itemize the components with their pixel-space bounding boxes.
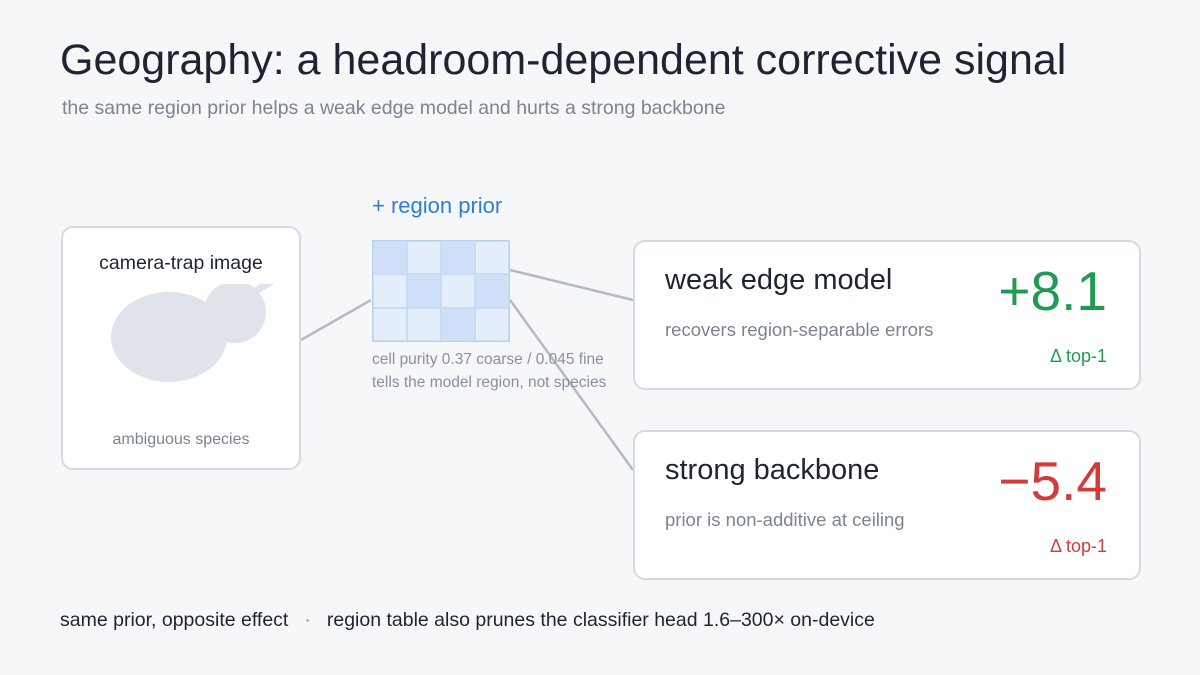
- footer-right-text: region table also prunes the classifier …: [326, 609, 875, 631]
- grid-cell: [407, 274, 441, 308]
- page-title: Geography: a headroom-dependent correcti…: [60, 36, 1067, 84]
- grid-cell: [373, 307, 407, 341]
- region-not-species-note: tells the model region, not species: [372, 374, 607, 391]
- weak-model-metric-label: Δ top-1: [1049, 346, 1107, 366]
- strong-backbone-card: strong backbone prior is non-additive at…: [633, 430, 1141, 580]
- camera-trap-image-card: camera-trap image ambiguous species: [61, 226, 301, 470]
- image-card-note: ambiguous species: [112, 431, 250, 448]
- weak-model-description: recovers region-separable errors: [665, 319, 934, 340]
- strong-backbone-description: prior is non-additive at ceiling: [665, 509, 905, 530]
- weak-model-delta-value: +8.1: [998, 260, 1107, 322]
- cell-purity-note: cell purity 0.37 coarse / 0.045 fine: [372, 351, 604, 368]
- strong-backbone-title: strong backbone: [665, 454, 880, 486]
- footer-left-text: same prior, opposite effect: [60, 609, 289, 631]
- grid-cell: [441, 307, 475, 341]
- image-card-label: camera-trap image: [99, 252, 263, 274]
- grid-cell: [373, 274, 407, 308]
- grid-cell: [407, 241, 441, 275]
- connector-image-to-prior: [300, 298, 372, 342]
- grid-cell: [441, 241, 475, 275]
- grid-cell: [475, 241, 509, 275]
- strong-backbone-metric-label: Δ top-1: [1049, 536, 1107, 556]
- weak-edge-model-card: weak edge model recovers region-separabl…: [633, 240, 1141, 390]
- grid-cell: [373, 241, 407, 275]
- animal-silhouette-icon: [111, 284, 275, 382]
- weak-model-title: weak edge model: [665, 264, 893, 296]
- strong-backbone-delta-value: −5.4: [998, 450, 1107, 512]
- page-subtitle: the same region prior helps a weak edge …: [62, 97, 726, 119]
- region-prior-label: + region prior: [372, 193, 503, 218]
- grid-cell: [475, 307, 509, 341]
- footer-note: same prior, opposite effect · region table…: [60, 609, 875, 632]
- region-prior-grid: [372, 240, 510, 342]
- grid-cell: [475, 274, 509, 308]
- grid-cell: [407, 307, 441, 341]
- grid-cell: [441, 274, 475, 308]
- footer-separator: ·: [304, 609, 311, 631]
- connector-prior-to-weak: [509, 268, 634, 302]
